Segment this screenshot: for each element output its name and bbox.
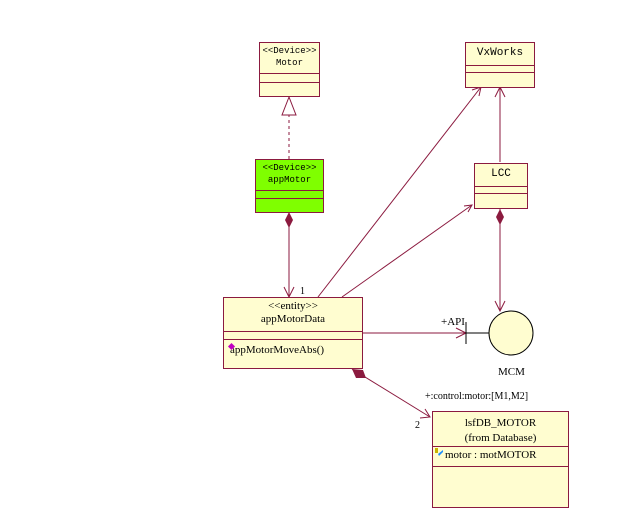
operation-item[interactable]: appMotorMoveAbs() [224, 339, 362, 356]
operation-label: appMotorMoveAbs() [230, 344, 325, 356]
class-appmotordata[interactable]: <<entity>> appMotorData appMotorMoveAbs(… [223, 297, 363, 369]
arrowhead [463, 204, 473, 213]
interface-name: MCM [498, 366, 525, 378]
multiplicity-label: 1 [300, 286, 305, 297]
key-attribute-icon [435, 448, 443, 456]
arrowhead [494, 300, 506, 313]
class-name: appMotorData [260, 313, 326, 325]
stereotype-label: <<Device>> [262, 46, 317, 56]
association-line-lcc [341, 204, 473, 298]
association-line-vxworks [317, 86, 482, 298]
class-vxworks[interactable]: VxWorks [465, 42, 535, 88]
mcm-interface-circle[interactable] [488, 310, 534, 356]
class-name: Motor [275, 58, 303, 68]
attribute-label: motor : motMOTOR [445, 449, 537, 461]
class-appmotor[interactable]: <<Device>> appMotor [255, 159, 324, 213]
composition-diamond-appmotor [285, 212, 293, 228]
class-motor[interactable]: <<Device>> Motor [259, 42, 320, 97]
attribute-item[interactable]: motor : motMOTOR [433, 446, 568, 466]
composition-diamond-lcc [496, 209, 504, 225]
class-name: appMotor [267, 175, 312, 185]
multiplicity-label: 2 [415, 420, 420, 431]
stereotype-label: <<Device>> [262, 163, 317, 173]
class-lsfdb-motor[interactable]: lsfDB_MOTOR (from Database) motor : motM… [432, 411, 569, 508]
package-label: (from Database) [464, 432, 537, 444]
stereotype-label: <<entity>> [268, 300, 318, 312]
class-lcc[interactable]: LCC [474, 163, 528, 209]
class-name: LCC [491, 168, 511, 180]
class-name: VxWorks [476, 47, 524, 59]
class-name: lsfDB_MOTOR [464, 417, 537, 429]
arrowhead [419, 408, 431, 419]
realization-arrowhead [281, 95, 297, 116]
port-label: +API [441, 316, 465, 328]
composition-diamond-lsfdb [352, 369, 366, 378]
role-label: +:control:motor:[M1,M2] [425, 391, 529, 402]
